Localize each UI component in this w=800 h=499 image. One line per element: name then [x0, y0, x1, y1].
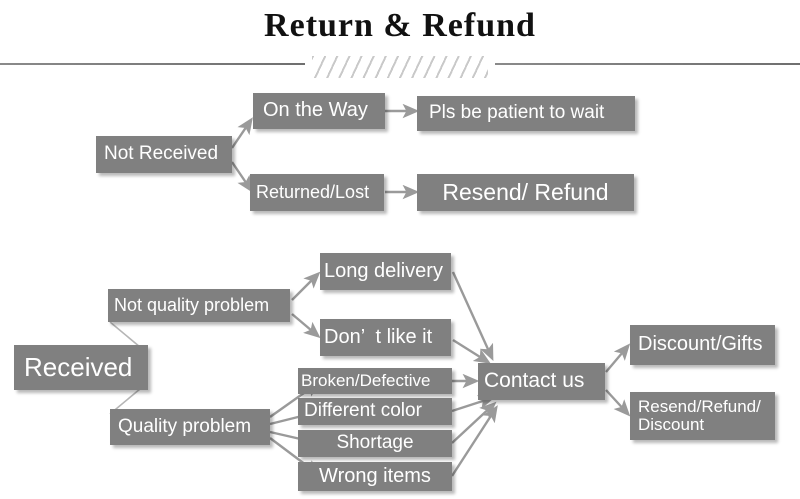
box-broken-defective[interactable]: Broken/Defective — [298, 368, 452, 394]
divider-rule-left — [0, 63, 305, 65]
diagonal-hatch-icon — [312, 56, 488, 78]
box-resend-refund-discount[interactable]: Resend/Refund/ Discount — [630, 392, 775, 440]
box-long-delivery[interactable]: Long delivery — [320, 253, 451, 290]
arrow-longdelivery-contactus — [451, 271, 494, 362]
title-divider — [0, 56, 800, 78]
box-discount-gifts[interactable]: Discount/Gifts — [630, 325, 775, 365]
arrow-notquality-dontlike — [291, 313, 321, 339]
box-contact-us[interactable]: Contact us — [478, 363, 605, 400]
box-resend-refund[interactable]: Resend/ Refund — [417, 174, 634, 211]
box-pls-be-patient-to-wait[interactable]: Pls be patient to wait — [417, 96, 635, 131]
box-not-quality-problem[interactable]: Not quality problem — [108, 289, 290, 322]
arrow-notreceived-ontheway — [231, 117, 253, 149]
box-on-the-way[interactable]: On the Way — [253, 93, 385, 129]
box-wrong-items[interactable]: Wrong items — [298, 462, 452, 491]
arrow-shortage-contactus — [451, 401, 497, 444]
box-quality-problem[interactable]: Quality problem — [110, 409, 270, 445]
box-returned-lost[interactable]: Returned/Lost — [250, 174, 384, 211]
box-not-received[interactable]: Not Received — [96, 136, 232, 173]
page-title: Return & Refund — [264, 7, 536, 44]
arrow-wrongitems-contactus — [450, 405, 498, 477]
box-dont-like-it[interactable]: Don’ t like it — [320, 319, 451, 356]
arrow-contactus-resendrefunddiscount — [605, 389, 631, 417]
arrow-dontlike-contactus — [452, 338, 491, 364]
box-shortage[interactable]: Shortage — [298, 430, 452, 457]
arrow-notquality-longdelivery — [291, 271, 321, 301]
divider-rule-right — [495, 63, 800, 65]
box-different-color[interactable]: Different color — [298, 398, 452, 425]
arrow-notreceived-returnedlost — [231, 161, 253, 193]
arrow-contactus-discountgifts — [605, 343, 631, 373]
box-received[interactable]: Received — [14, 345, 148, 390]
